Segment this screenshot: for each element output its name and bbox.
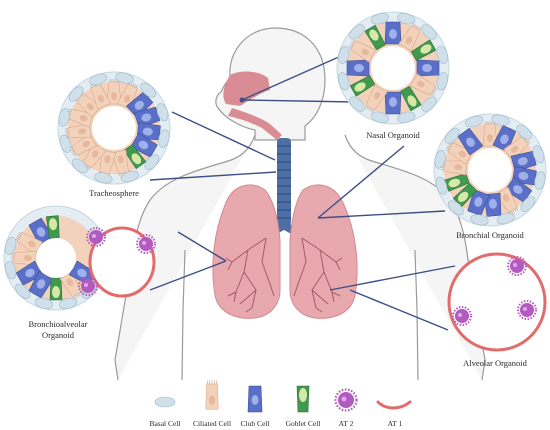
alveolar-organoid-label: Alveolar Organoid: [463, 358, 528, 368]
legend-item-at1: AT 1: [376, 400, 412, 428]
cell-legend: Basal Cell Ciliated Cell Club Cell Goble…: [149, 380, 412, 428]
ciliated-cell-icon: [205, 380, 219, 410]
bronchial-organoid: [433, 113, 547, 227]
legend-label: AT 2: [339, 419, 354, 428]
legend-item-basal: Basal Cell: [149, 396, 181, 428]
legend-label: Club Cell: [241, 419, 270, 428]
arm-inner-lines: [181, 249, 419, 381]
legend-label: AT 1: [388, 419, 403, 428]
legend-item-ciliated: Ciliated Cell: [193, 380, 231, 428]
goblet-cell-icon: [296, 385, 310, 413]
legend-item-at2: AT 2: [334, 388, 358, 428]
nasal-organoid-label: Nasal Organoid: [366, 130, 420, 140]
legend-label: Ciliated Cell: [193, 419, 231, 428]
bronchioalveolar-label-line1: Bronchioalveolar: [28, 319, 87, 329]
club-cell-icon: [247, 385, 263, 413]
tracheosphere-label: Tracheosphere: [89, 188, 139, 198]
nasal-organoid: [336, 11, 450, 125]
legend-item-goblet: Goblet Cell: [286, 385, 321, 428]
bronchial-organoid-label: Bronchial Organoid: [456, 230, 524, 240]
legend-label: Goblet Cell: [286, 419, 321, 428]
alveolar-organoid: [447, 252, 547, 352]
upper-airway: [223, 71, 282, 140]
left-lung: [212, 184, 281, 319]
right-lung: [289, 184, 358, 319]
legend-item-club: Club Cell: [241, 385, 270, 428]
bronchioalveolar-organoid: [3, 205, 156, 311]
pointer-lines: [149, 51, 456, 331]
at2-cell-icon: [334, 388, 358, 412]
basal-cell-icon: [154, 396, 176, 408]
at1-cell-icon: [376, 400, 412, 410]
legend-label: Basal Cell: [149, 419, 180, 428]
tracheosphere-organoid: [57, 71, 171, 185]
bronchioalveolar-label-line2: Organoid: [42, 330, 75, 340]
